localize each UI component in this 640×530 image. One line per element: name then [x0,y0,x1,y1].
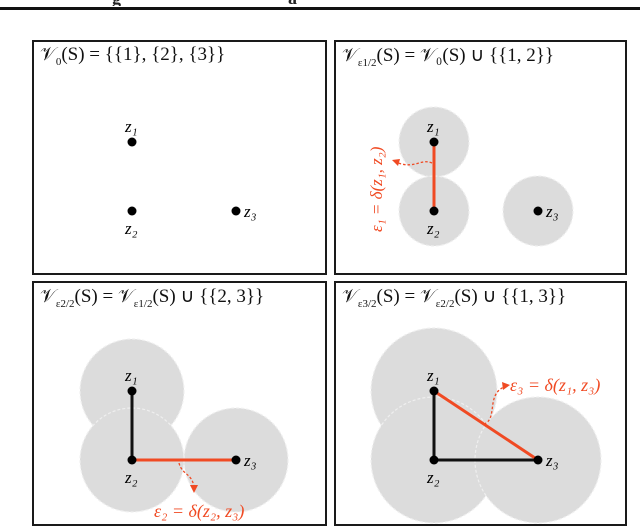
annotation-arrow [395,161,433,166]
point-z3 [231,455,241,465]
epsilon1-annotation: ε₁ = δ(z₁, z₂) [367,146,386,232]
point-z1 [429,386,439,396]
label-z3: z₃ [545,451,559,470]
panel-title: 𝒱0(S) = {{1}, {2}, {3}} [40,44,225,68]
point-z1 [429,137,439,147]
title-symbol: 𝒱 [342,286,358,307]
title-symbol: 𝒱 [40,44,56,65]
title-subscript: ε1/2 [357,56,377,69]
title-mid: (S) = 𝒱 [376,286,436,307]
panel-title: 𝒱ε1/2(S) = 𝒱₀(S) ∪ {{1, 2}} [342,44,554,69]
label-z3: z₃ [243,202,257,221]
panel-v-eps2: 𝒱ε2/2(S) = 𝒱ε1/2(S) ∪ {{2, 3}} z₁ z₂ z₃ … [32,281,327,526]
top-rule [0,7,640,10]
title-fragment: g [112,0,121,6]
title-subscript: ε3/2 [357,297,377,310]
title-symbol: 𝒱 [342,45,358,66]
title-mid: (S) = 𝒱 [74,286,134,307]
title-subscript: 0 [55,55,62,68]
title-rest: (S) ∪ {{2, 3}} [152,286,265,307]
panel-title: 𝒱ε2/2(S) = 𝒱ε1/2(S) ∪ {{2, 3}} [40,285,264,310]
label-z2: z₂ [124,219,138,238]
label-z1: z₁ [124,366,138,385]
diagram-canvas: z₁ z₂ z₃ [124,117,257,238]
diagram-canvas: z₁ z₂ z₃ ε₂ = δ(z₂, z₃) [79,338,289,522]
label-z2: z₂ [426,468,440,487]
epsilon3-annotation: ε₃ = δ(z₁, z₃) [510,375,600,396]
title-subscript: ε2/2 [55,297,75,310]
point-z2 [429,455,439,465]
point-z2 [127,455,137,465]
point-z3 [533,455,543,465]
title-subscript-2: ε2/2 [435,297,455,310]
epsilon2-annotation: ε₂ = δ(z₂, z₃) [154,501,244,522]
point-z3 [533,206,543,216]
arrow-head [392,159,400,166]
point-z2 [127,206,137,216]
panel-title: 𝒱ε3/2(S) = 𝒱ε2/2(S) ∪ {{1, 3}} [342,285,566,310]
title-rest: (S) = 𝒱₀(S) ∪ {{1, 2}} [376,45,555,66]
arrow-head [502,382,510,390]
annotation-arrow [178,462,195,488]
point-z1 [127,137,137,147]
label-z2: z₂ [426,219,440,238]
label-z1: z₁ [426,366,440,385]
annotation-arrow [483,386,505,425]
title-symbol: 𝒱 [40,286,56,307]
label-z1: z₁ [426,117,440,136]
point-z2 [429,206,439,216]
arrow-head [190,485,198,493]
cut-off-figure-title: g a [0,0,640,6]
panel-v0: 𝒱0(S) = {{1}, {2}, {3}} z₁ z₂ z₃ [32,40,327,275]
point-z3 [231,206,241,216]
label-z1: z₁ [124,117,138,136]
label-z3: z₃ [243,451,257,470]
panel-v-eps3: 𝒱ε3/2(S) = 𝒱ε2/2(S) ∪ {{1, 3}} z₁ z₂ z₃ … [334,281,627,526]
label-z2: z₂ [124,468,138,487]
diagram-canvas: z₁ z₂ z₃ ε₃ = δ(z₁, z₃) [370,327,602,524]
panel-v-eps1: 𝒱ε1/2(S) = 𝒱₀(S) ∪ {{1, 2}} z₁ z₂ z₃ ε₁ … [334,40,627,275]
point-z1 [127,386,137,396]
title-subscript-2: ε1/2 [133,297,153,310]
edge-z1-z3 [433,389,539,462]
diagram-canvas: z₁ z₂ z₃ ε₁ = δ(z₁, z₂) [367,106,574,247]
title-rest: (S) = {{1}, {2}, {3}} [61,44,226,65]
title-rest: (S) ∪ {{1, 3}} [454,286,567,307]
label-z3: z₃ [545,202,559,221]
title-fragment: a [288,0,297,6]
